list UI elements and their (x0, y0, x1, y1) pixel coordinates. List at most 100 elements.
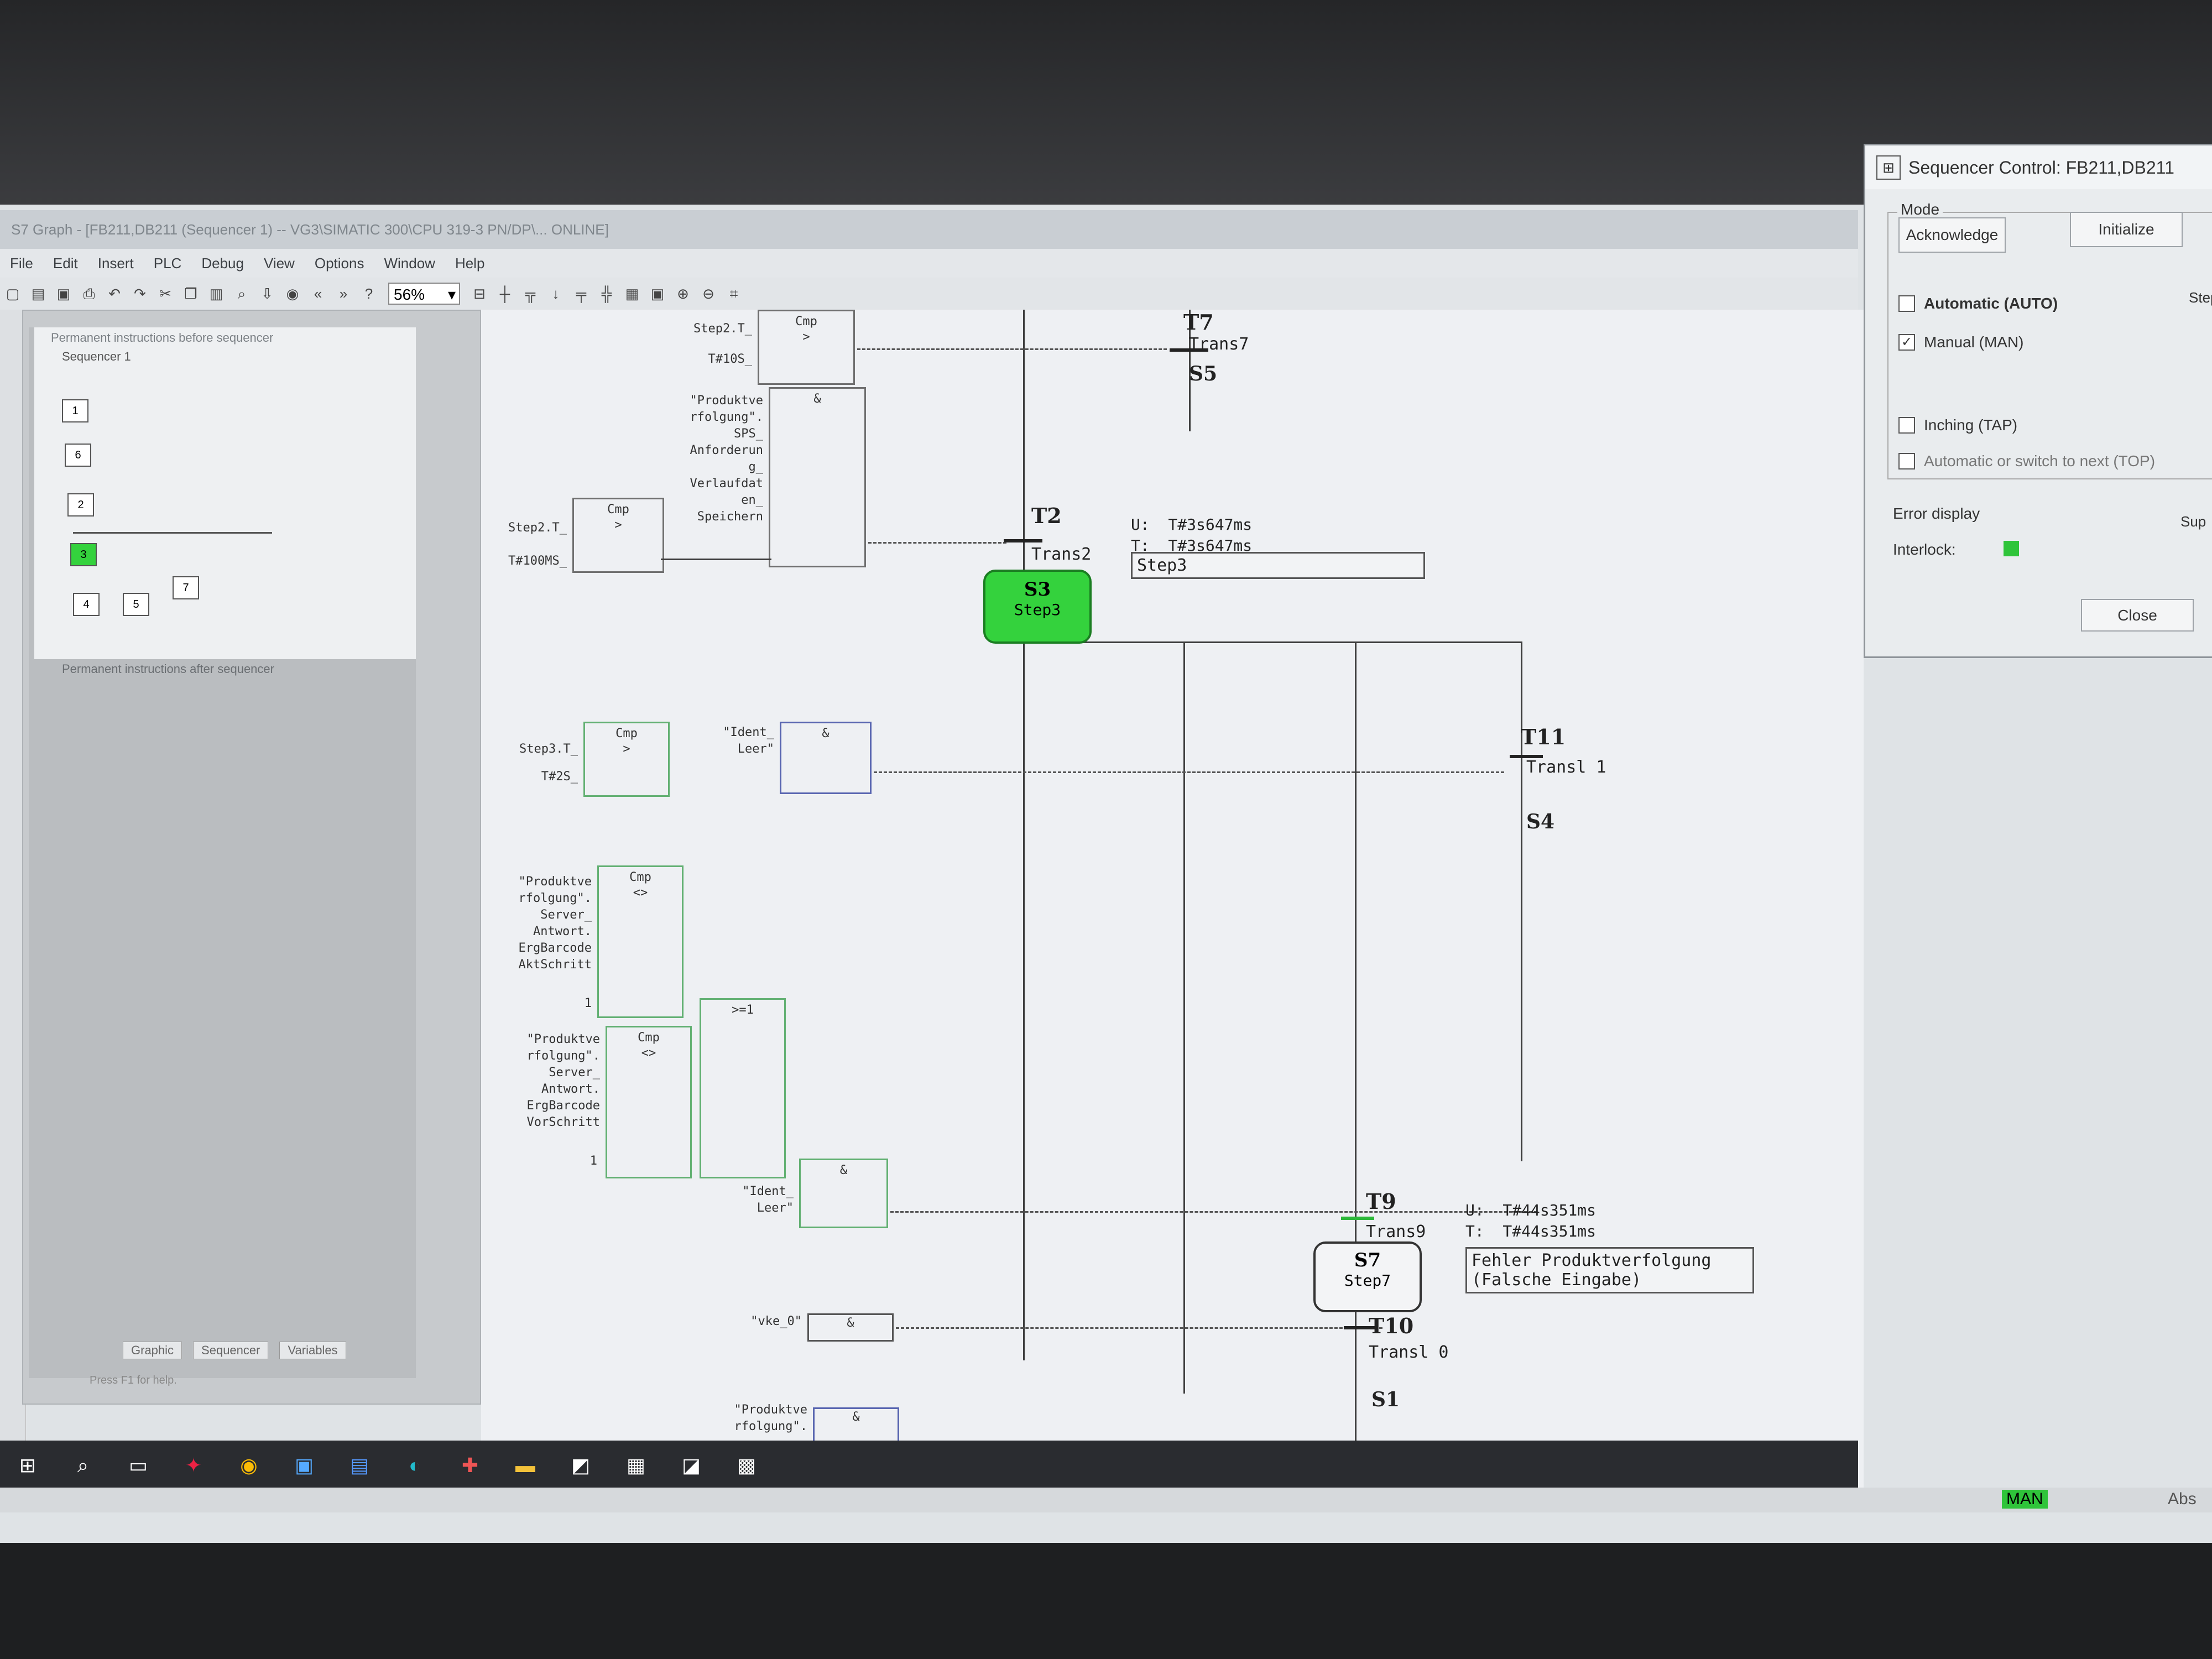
insert-alt-branch-icon[interactable]: ╤ (576, 285, 587, 302)
app-icon[interactable]: ✦ (185, 1454, 202, 1477)
menu-edit[interactable]: Edit (53, 254, 78, 272)
auto-next-label: Automatic or switch to next (TOP) (1924, 452, 2156, 469)
sequencer-control-dialog: ⊞ Sequencer Control: FB211,DB211 Mode Ac… (1864, 144, 2212, 658)
transition-name: Transl 0 (1369, 1343, 1449, 1362)
or-box[interactable]: >=1 (700, 998, 786, 1178)
menu-file[interactable]: File (10, 254, 33, 272)
dialog-title: Sequencer Control: FB211,DB211 (1908, 157, 2174, 178)
s7graph-icon[interactable]: ▦ (626, 1454, 645, 1477)
menu-plc[interactable]: PLC (153, 254, 182, 272)
overview-step[interactable]: 1 (62, 399, 88, 422)
interlock-label: Interlock: (1893, 541, 1956, 558)
zoom-in-icon[interactable]: ⊕ (677, 285, 689, 302)
edge-icon[interactable]: ◐ (409, 1454, 421, 1477)
cmp-box[interactable]: Cmp <> (606, 1026, 692, 1178)
cmp-box[interactable]: Cmp > (572, 498, 664, 573)
jump-target: S1 (1371, 1388, 1400, 1411)
active-step-s3[interactable]: S3 Step3 (983, 570, 1092, 644)
inching-checkbox[interactable]: Inching (TAP) (1898, 416, 2017, 434)
menu-bar: File Edit Insert PLC Debug View Options … (0, 249, 1858, 278)
and-box[interactable]: & (813, 1407, 899, 1444)
app-icon[interactable]: ▣ (294, 1454, 314, 1477)
step-comment[interactable]: Fehler Produktverfolgung (Falsche Eingab… (1465, 1247, 1754, 1293)
zoom-select[interactable]: 56% (388, 283, 460, 306)
menu-view[interactable]: View (263, 254, 295, 272)
insert-branch-icon[interactable]: ╦ (525, 285, 536, 302)
tab-variables[interactable]: Variables (279, 1342, 346, 1359)
overview-step-active[interactable]: 3 (70, 543, 97, 566)
cmp-op: > (623, 742, 630, 756)
and-box[interactable]: & (780, 722, 872, 794)
before-sequencer-label[interactable]: Permanent instructions before sequencer (51, 331, 274, 345)
step-s7[interactable]: S7 Step7 (1313, 1241, 1422, 1312)
overview-step[interactable]: 4 (73, 593, 100, 616)
overview-step[interactable]: 5 (123, 593, 149, 616)
and-box[interactable]: & (807, 1313, 894, 1342)
tab-sequencer[interactable]: Sequencer (193, 1342, 269, 1359)
insert-step-icon[interactable]: ⊟ (473, 285, 486, 302)
transition-number: T10 (1369, 1313, 1414, 1338)
background-wall (0, 0, 2212, 205)
cut-icon[interactable]: ✂ (159, 285, 171, 302)
app-icon[interactable]: ▤ (349, 1454, 369, 1477)
and-box[interactable]: & (799, 1159, 888, 1228)
open-icon[interactable]: ▤ (31, 285, 45, 302)
and-box[interactable]: & (769, 387, 866, 567)
cmp-box[interactable]: Cmp > (758, 310, 855, 385)
insert-transition-icon[interactable]: ┼ (499, 285, 510, 302)
save-icon[interactable]: ▣ (56, 285, 71, 302)
cmp-op: <> (633, 886, 648, 900)
manual-checkbox[interactable]: ✓ Manual (MAN) (1898, 333, 2023, 351)
and-label: & (822, 727, 830, 740)
download-icon[interactable]: ⇩ (261, 285, 273, 302)
windows-start-icon[interactable]: ⊞ (19, 1454, 36, 1477)
zoom-fit-icon[interactable]: ⌗ (729, 285, 738, 302)
auto-checkbox[interactable]: Automatic (AUTO) (1898, 295, 2058, 312)
and-label: & (847, 1316, 854, 1330)
menu-help[interactable]: Help (455, 254, 485, 272)
app-icon[interactable]: ◪ (681, 1454, 701, 1477)
undo-icon[interactable]: ↶ (108, 285, 121, 302)
menu-debug[interactable]: Debug (201, 254, 244, 272)
paste-icon[interactable]: ▥ (209, 285, 223, 302)
next-step-icon[interactable]: » (339, 285, 348, 302)
acknowledge-button[interactable]: Acknowledge (1898, 217, 2006, 253)
simatic-icon[interactable]: ◩ (571, 1454, 590, 1477)
cmp-box[interactable]: Cmp <> (597, 865, 684, 1018)
insert-sim-branch-icon[interactable]: ╬ (601, 285, 612, 302)
copy-icon[interactable]: ❐ (184, 285, 197, 302)
print-icon[interactable]: ⎙ (83, 285, 95, 302)
insert-jump-icon[interactable]: ↓ (552, 285, 560, 302)
after-sequencer-label[interactable]: Permanent instructions after sequencer (62, 662, 274, 676)
tab-graphic[interactable]: Graphic (123, 1342, 182, 1359)
close-button[interactable]: Close (2081, 599, 2194, 632)
prev-step-icon[interactable]: « (314, 285, 322, 302)
menu-insert[interactable]: Insert (97, 254, 134, 272)
chrome-icon[interactable]: ◉ (240, 1454, 258, 1477)
display-icon[interactable]: ▦ (625, 285, 639, 302)
auto-next-checkbox[interactable]: Automatic or switch to next (TOP) (1898, 452, 2155, 470)
folder-icon[interactable]: ▬ (515, 1454, 535, 1477)
app-icon[interactable]: ✚ (461, 1454, 479, 1477)
help-cursor-icon[interactable]: ? (364, 285, 373, 302)
overview-step[interactable]: 6 (65, 444, 91, 467)
new-icon[interactable]: ▢ (6, 285, 20, 302)
overview-panel: Permanent instructions before sequencer … (22, 310, 481, 1405)
overview-step[interactable]: 2 (67, 493, 94, 517)
cmp-box[interactable]: Cmp > (583, 722, 670, 797)
menu-window[interactable]: Window (384, 254, 435, 272)
search-icon[interactable]: ⌕ (77, 1454, 89, 1477)
task-view-icon[interactable]: ▭ (128, 1454, 148, 1477)
menu-options[interactable]: Options (314, 254, 364, 272)
checkmark-icon: ✓ (1898, 334, 1915, 351)
sequencer-label[interactable]: Sequencer 1 (62, 349, 131, 363)
step-comment[interactable]: Step3 (1131, 552, 1425, 579)
zoom-out-icon[interactable]: ⊖ (702, 285, 714, 302)
overview-icon[interactable]: ▣ (650, 285, 665, 302)
find-icon[interactable]: ⌕ (237, 285, 246, 302)
overview-step[interactable]: 7 (173, 576, 199, 599)
app-icon[interactable]: ▩ (737, 1454, 756, 1477)
redo-icon[interactable]: ↷ (134, 285, 146, 302)
monitor-icon[interactable]: ◉ (286, 285, 299, 302)
initialize-button[interactable]: Initialize (2070, 212, 2183, 247)
